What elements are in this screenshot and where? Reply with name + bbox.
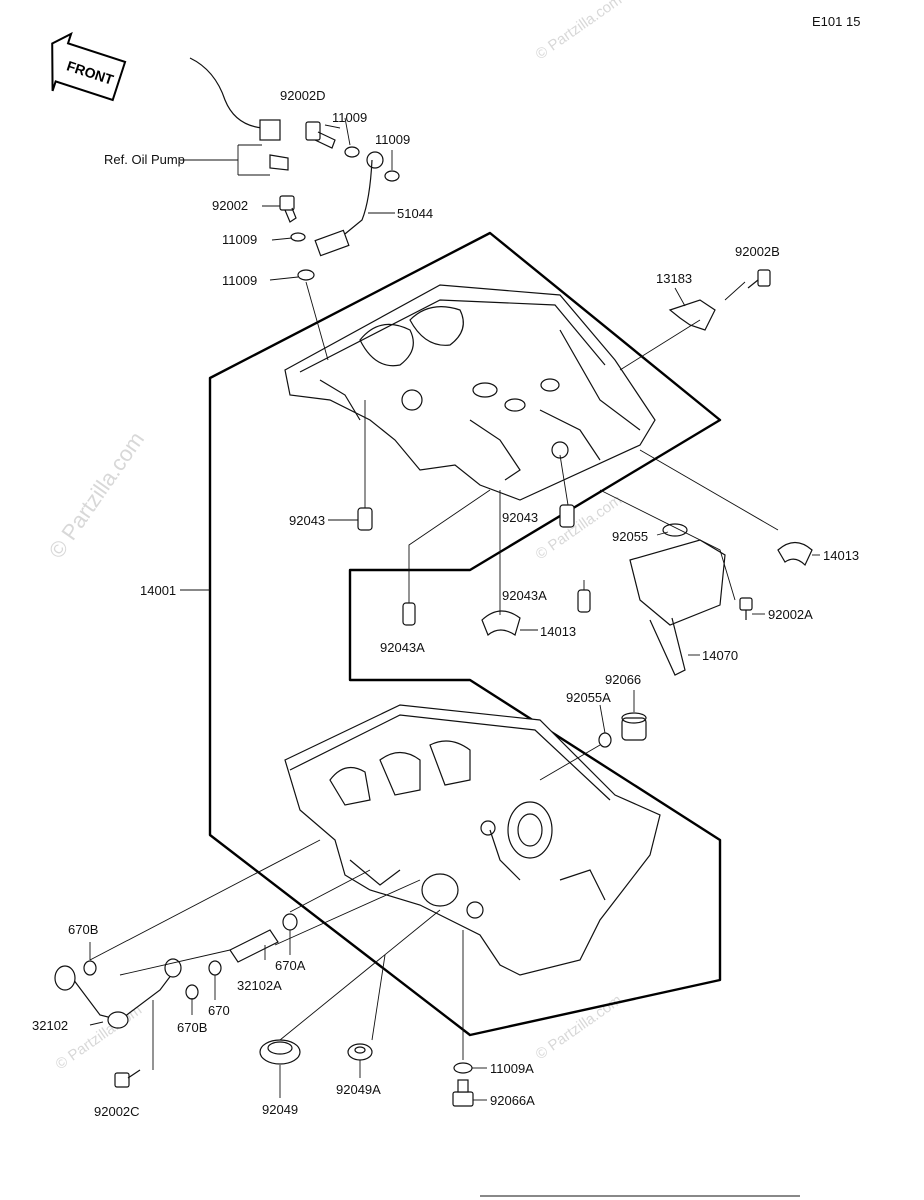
ref-oil-pump-label: Ref. Oil Pump [104,152,185,167]
dowel-pin-icon [357,507,373,531]
dowel-pin-icon [577,589,591,613]
bolt-icon [114,1069,141,1088]
part-number-670A[interactable]: 670A [275,958,306,973]
o-ring-icon [208,960,222,976]
washer-icon [384,170,400,182]
o-ring-icon [185,984,199,1000]
watermark-text: © Partzilla.com [533,0,626,63]
bearing-half-icon [481,610,521,636]
part-number-92002A[interactable]: 92002A [768,607,813,622]
part-number-14001[interactable]: 14001 [140,583,176,598]
part-number-670[interactable]: 670 [208,1003,230,1018]
washer-icon [453,1062,473,1074]
part-number-92043A[interactable]: 92043A [502,588,547,603]
oil-pipe [314,151,384,257]
part-number-92055[interactable]: 92055 [612,529,648,544]
part-number-11009[interactable]: 11009 [222,273,257,288]
part-labels: Ref. Oil Pump 92002D 11009 11009 92002 5… [32,88,859,1119]
bearing-icon [347,1043,373,1061]
part-number-13183[interactable]: 13183 [656,271,692,286]
nozzle-icon [229,929,279,963]
page-code: E101 15 [812,14,860,29]
part-number-11009[interactable]: 11009 [222,232,257,247]
part-number-92049[interactable]: 92049 [262,1102,298,1117]
part-number-32102[interactable]: 32102 [32,1018,68,1033]
dowel-pin-icon [559,504,575,528]
oil-seal-icon [259,1039,301,1065]
part-number-51044[interactable]: 51044 [397,206,433,221]
bolt-icon [739,597,753,620]
part-number-670B[interactable]: 670B [177,1020,207,1035]
part-number-92066A[interactable]: 92066A [490,1093,535,1108]
part-number-92066[interactable]: 92066 [605,672,641,687]
watermark-text: © Partzilla.com [533,991,626,1063]
washer-icon [344,146,360,158]
oil-pipe-32102 [54,958,182,1029]
front-arrow-icon: FRONT [51,31,127,102]
part-number-14013[interactable]: 14013 [823,548,859,563]
leader-lines [89,117,820,1101]
part-number-92002D[interactable]: 92002D [280,88,326,103]
part-number-92043[interactable]: 92043 [502,510,538,525]
lower-crankcase [284,704,661,976]
bolt-icon [305,121,336,149]
bracket-icon [668,299,716,331]
bearing-half-icon [777,541,813,567]
washer-icon [598,732,612,748]
watermark-text: © Partzilla.com [44,427,150,563]
dowel-pin-icon [402,602,416,626]
part-number-92043A[interactable]: 92043A [380,640,425,655]
part-number-92049A[interactable]: 92049A [336,1082,381,1097]
oil-baffle [629,523,726,676]
part-number-14070[interactable]: 14070 [702,648,738,663]
o-ring-icon [282,913,298,931]
plug-icon [621,712,647,741]
part-number-92002[interactable]: 92002 [212,198,248,213]
part-number-92002B[interactable]: 92002B [735,244,780,259]
part-number-11009[interactable]: 11009 [332,110,367,125]
oil-pump-sender [189,57,289,171]
part-number-92002C[interactable]: 92002C [94,1104,140,1119]
bolt-icon [747,269,771,289]
part-number-670B[interactable]: 670B [68,922,98,937]
part-number-92043[interactable]: 92043 [289,513,325,528]
bolt-icon [279,195,297,223]
upper-crankcase [284,284,656,501]
watermark-text: © Partzilla.com [533,491,626,563]
part-number-32102A[interactable]: 32102A [237,978,282,993]
o-ring-icon [83,960,97,976]
part-number-14013[interactable]: 14013 [540,624,576,639]
washer-icon [290,232,306,242]
part-number-11009A[interactable]: 11009A [490,1061,534,1076]
washer-icon [297,269,315,281]
part-number-92055A[interactable]: 92055A [566,690,611,705]
bolt-icon [452,1079,474,1107]
assembly-boundary [208,231,722,1037]
part-number-11009[interactable]: 11009 [375,132,410,147]
